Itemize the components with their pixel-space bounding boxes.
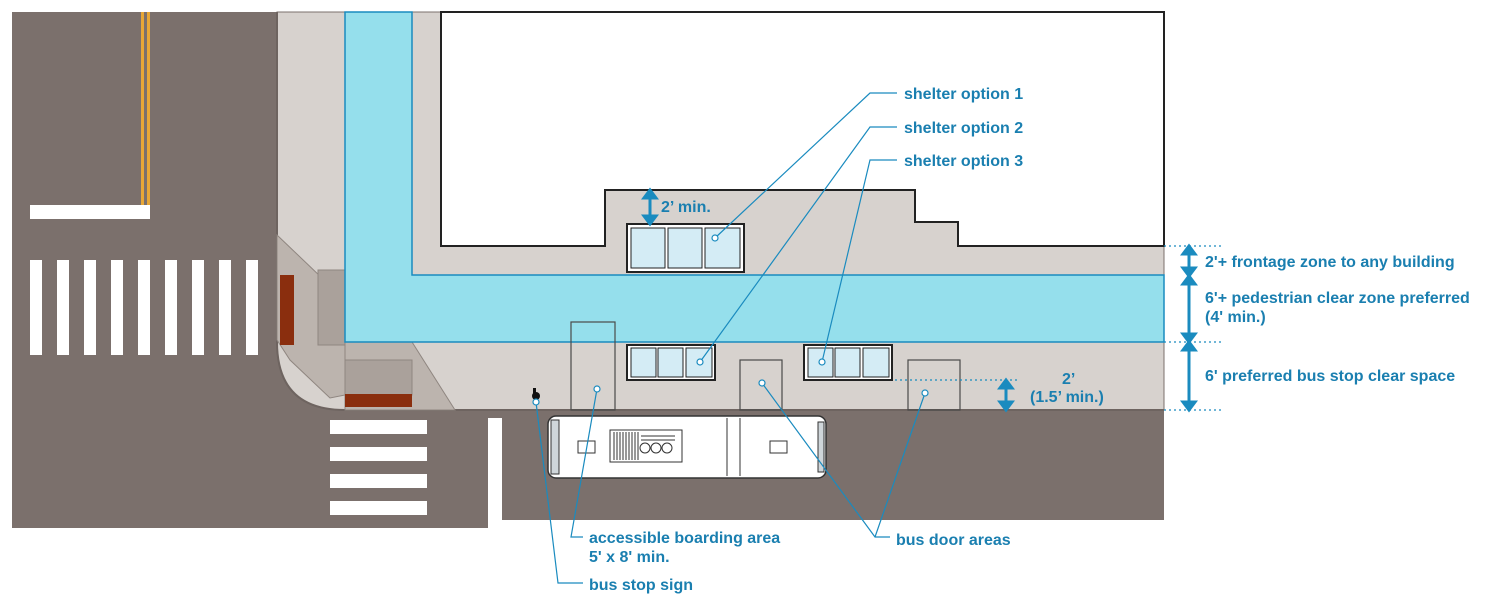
building-footprint xyxy=(440,11,1165,247)
curb-line xyxy=(276,12,1164,411)
double-yellow-line xyxy=(141,12,150,205)
road-edge xyxy=(12,520,500,528)
crosswalk-horizontal xyxy=(330,420,427,515)
leader-endpoints xyxy=(532,234,929,406)
label-shelter-option-3: shelter option 3 xyxy=(904,153,1023,170)
tactile-strip-vertical xyxy=(280,275,294,345)
pedestrian-clear-zone xyxy=(344,11,1165,343)
stop-bar-main-street xyxy=(488,418,502,528)
shelter-option-3-shape xyxy=(803,344,893,381)
label-frontage-zone: 2'+ frontage zone to any building xyxy=(1205,254,1455,271)
dimension-guides xyxy=(895,245,1222,411)
curb-ramps xyxy=(276,233,456,411)
shelter-option-1-shape xyxy=(626,223,745,273)
label-boarding-area: accessible boarding area xyxy=(589,530,780,547)
dimension-arrows xyxy=(641,187,1198,413)
door-area-box-front xyxy=(739,359,783,411)
label-shelter-option-1: shelter option 1 xyxy=(904,86,1023,103)
tactile-strip-horizontal xyxy=(345,394,412,407)
crosswalk-vertical xyxy=(30,260,258,355)
bus-icon xyxy=(547,415,827,479)
label-curb-offset-min: (1.5’ min.) xyxy=(1030,389,1104,406)
label-curb-offset: 2’ xyxy=(1062,371,1075,388)
label-bus-stop-sign: bus stop sign xyxy=(589,577,693,594)
label-shelter-option-2: shelter option 2 xyxy=(904,120,1023,137)
label-boarding-area-size: 5' x 8' min. xyxy=(589,549,670,566)
label-shelter-offset: 2’ min. xyxy=(661,199,711,216)
label-bus-door-areas: bus door areas xyxy=(896,532,1011,549)
bus-stop-sign-icon xyxy=(532,388,540,400)
stop-bar xyxy=(30,205,150,219)
leader-lines xyxy=(535,92,926,584)
door-area-box-rear xyxy=(907,359,961,411)
label-bus-clear-space: 6' preferred bus stop clear space xyxy=(1205,368,1455,385)
label-pedestrian-zone-min: (4' min.) xyxy=(1205,309,1266,326)
label-pedestrian-zone: 6'+ pedestrian clear zone preferred xyxy=(1205,290,1470,307)
